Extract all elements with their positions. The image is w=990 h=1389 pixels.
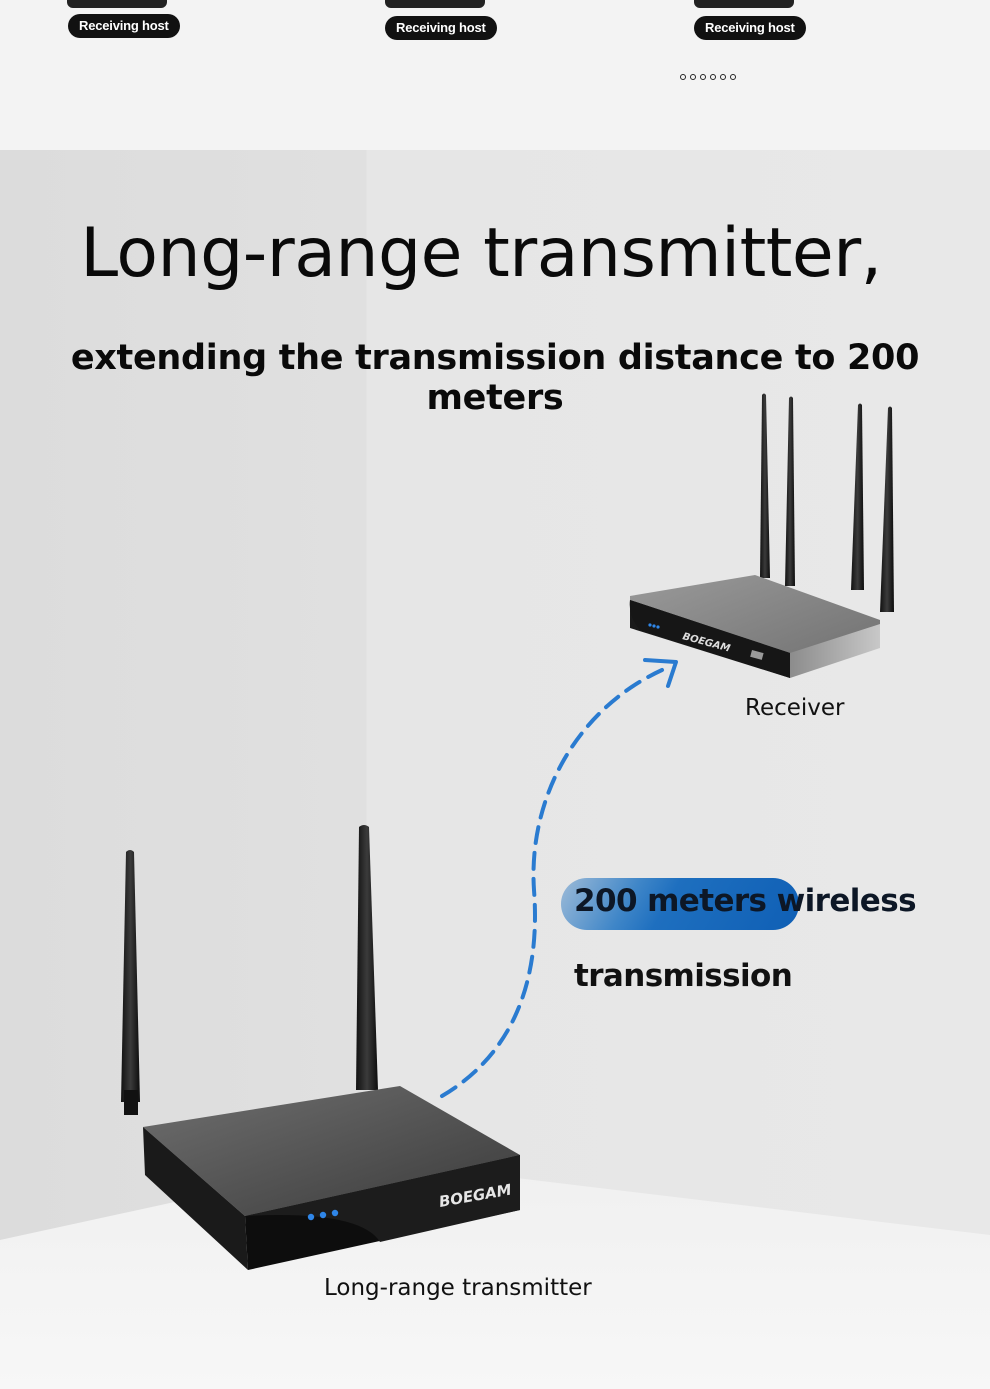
receiving-host-label-2: Receiving host (385, 16, 497, 40)
product-scene: Long-range transmitter, extending the tr… (0, 150, 990, 1389)
product-illustration: BOEGAM BOEGAM (121, 393, 894, 1270)
receiving-host-device (67, 0, 167, 8)
pagination-dot[interactable] (690, 74, 696, 80)
top-strip: Receiving host Receiving host Receiving … (0, 0, 990, 150)
receiving-host-device (694, 0, 794, 8)
page-title: Long-range transmitter, (80, 214, 882, 293)
page-subtitle: extending the transmission distance to 2… (70, 338, 920, 418)
distance-badge (561, 878, 799, 930)
transmitter-caption: Long-range transmitter (324, 1275, 592, 1301)
transmitter-antennas (121, 825, 378, 1115)
receiver-caption: Receiver (745, 695, 845, 721)
receiving-host-device (385, 0, 485, 8)
arrow-head-icon (643, 658, 678, 688)
pagination-dot[interactable] (730, 74, 736, 80)
receiver-antennas (760, 393, 894, 612)
pagination-dot[interactable] (720, 74, 726, 80)
receiving-host-label-3: Receiving host (694, 16, 806, 40)
hdmi-port-icon (750, 650, 764, 660)
distance-badge-text-line2: transmission (574, 958, 793, 994)
distance-badge-text: 200 meters wireless (574, 883, 917, 919)
pagination-dots[interactable] (680, 74, 736, 80)
receiving-host-label-1: Receiving host (68, 14, 180, 38)
pagination-dot[interactable] (680, 74, 686, 80)
pagination-dot[interactable] (700, 74, 706, 80)
wireless-path-arrow (440, 668, 664, 1098)
pagination-dot[interactable] (710, 74, 716, 80)
transmitter-device: BOEGAM (143, 1086, 520, 1270)
receiver-device: BOEGAM (629, 575, 880, 678)
